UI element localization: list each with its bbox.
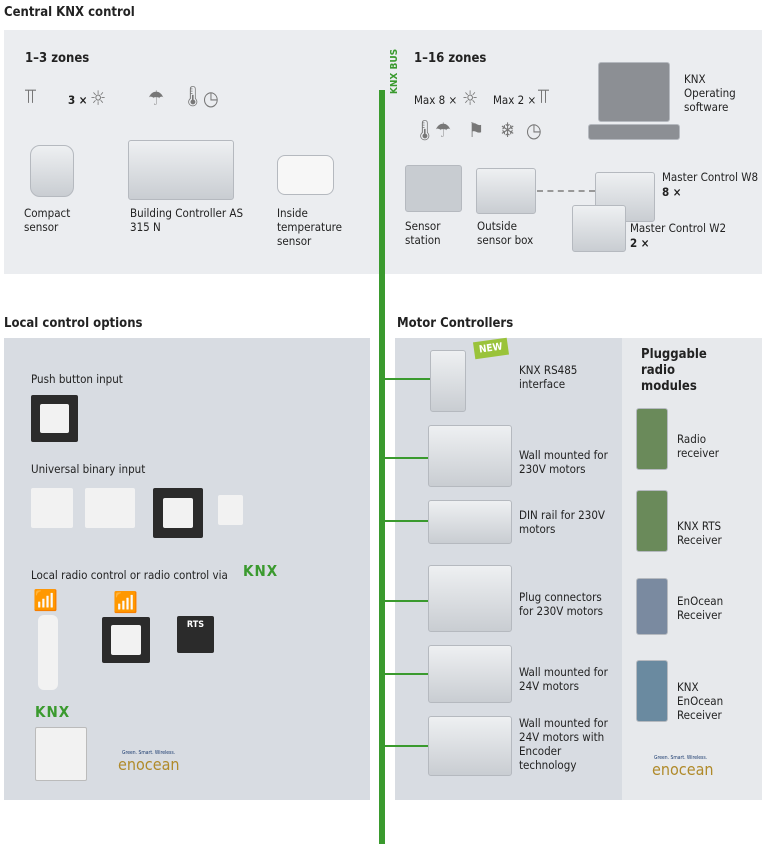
- knx-switch-image: [35, 727, 87, 781]
- binary-label: Universal binary input: [31, 462, 146, 476]
- enocean-receiver-image: [636, 578, 668, 635]
- knx-bus-line: [379, 90, 385, 844]
- thermometer-icon: 🌡: [412, 118, 438, 142]
- compact-sensor-label: Compact sensor: [24, 206, 71, 234]
- radio-label: Local radio control or radio control via: [31, 568, 228, 582]
- remote-image: [38, 615, 58, 690]
- sensor-station-image: [405, 165, 462, 212]
- inside-sensor-image: [277, 155, 334, 195]
- knx-logo: KNX: [35, 703, 71, 721]
- outside-sensor-box-label: Outside sensor box: [477, 219, 534, 247]
- enocean-logo: enocean: [652, 760, 714, 779]
- motor-item-label: Plug connectors for 230V motors: [519, 590, 604, 618]
- sensor-image: [218, 495, 243, 525]
- knx-rts-receiver-image: [636, 490, 668, 552]
- w8-count: 8 ×: [662, 185, 682, 199]
- pluggable-item-label: EnOcean Receiver: [677, 594, 724, 622]
- rts-logo: RTS: [177, 616, 214, 653]
- wall-switch-image: [153, 488, 203, 538]
- enocean-logo: enocean: [118, 755, 180, 774]
- motor-item-label: KNX RS485 interface: [519, 363, 578, 391]
- central-title: Central KNX control: [4, 5, 135, 20]
- motor-item-label: Wall mounted for 24V motors with Encoder…: [519, 716, 608, 772]
- pluggable-title: Pluggable radio modules: [641, 347, 707, 394]
- radio-switch-image: [102, 617, 150, 663]
- thermometer-icon: 🌡: [180, 84, 206, 108]
- bus-connector: [385, 378, 430, 380]
- bus-connector: [385, 600, 428, 602]
- software-label: KNX Operating software: [684, 72, 736, 114]
- wind-sensor-icon: ⫪: [538, 84, 550, 108]
- binary-input-image: [31, 488, 73, 528]
- windsock-icon: ⚑: [468, 118, 485, 142]
- master-control-w2-image: [572, 205, 626, 252]
- building-controller-image: [128, 140, 234, 200]
- wall-24v-encoder-image: [428, 716, 512, 776]
- sun-icon: ☼: [90, 86, 107, 110]
- bus-connector: [385, 457, 428, 459]
- compact-sensor-image: [30, 145, 74, 197]
- local-title: Local control options: [4, 316, 143, 331]
- sun-count: 3 ×: [68, 93, 88, 107]
- contact-image: [85, 488, 135, 528]
- rain-icon: ☂: [435, 118, 452, 142]
- radio-receiver-image: [636, 408, 668, 470]
- outside-sensor-box-image: [476, 168, 536, 214]
- connection-line: [537, 190, 595, 192]
- plug-connectors-image: [428, 565, 512, 632]
- wireless-icon: 📶: [33, 588, 58, 612]
- motor-item-label: DIN rail for 230V motors: [519, 508, 605, 536]
- bus-connector: [385, 520, 428, 522]
- sun-icon: ☼: [462, 86, 479, 110]
- rain-icon: ☂: [148, 86, 165, 110]
- enocean-tagline: Green. Smart. Wireless.: [122, 750, 176, 756]
- motor-item-label: Wall mounted for 230V motors: [519, 448, 608, 476]
- knx-enocean-receiver-image: [636, 660, 668, 722]
- computer-monitor-image: [598, 62, 670, 122]
- computer-keyboard-image: [588, 124, 680, 140]
- max-wind: Max 2 ×: [493, 93, 537, 107]
- frost-icon: ❄: [500, 118, 516, 142]
- clock-icon: ◷: [203, 86, 219, 110]
- wall-24v-image: [428, 645, 512, 703]
- push-label: Push button input: [31, 372, 123, 386]
- w2-count: 2 ×: [630, 236, 650, 250]
- w2-label: Master Control W2: [630, 221, 727, 235]
- din-rail-image: [428, 500, 512, 544]
- motor-title: Motor Controllers: [397, 316, 514, 331]
- pluggable-item-label: KNX RTS Receiver: [677, 519, 722, 547]
- wall-230v-image: [428, 425, 512, 487]
- rs485-image: [430, 350, 466, 412]
- pluggable-item-label: KNX EnOcean Receiver: [677, 680, 724, 722]
- sensor-station-label: Sensor station: [405, 219, 441, 247]
- max-sun: Max 8 ×: [414, 93, 458, 107]
- knx-logo: KNX: [243, 562, 279, 580]
- bus-connector: [385, 673, 428, 675]
- clock-icon: ◷: [526, 118, 542, 142]
- w8-label: Master Control W8: [662, 170, 759, 184]
- inside-sensor-label: Inside temperature sensor: [277, 206, 343, 248]
- wireless-icon: 📶: [113, 590, 138, 614]
- bus-label: KNX BUS: [389, 48, 401, 95]
- building-controller-label: Building Controller AS 315 N: [130, 206, 244, 234]
- zones-1-16: 1–16 zones: [414, 51, 487, 66]
- zones-1-3: 1–3 zones: [25, 51, 90, 66]
- pluggable-item-label: Radio receiver: [677, 432, 720, 460]
- push-button-image: [31, 395, 78, 442]
- enocean-tagline: Green. Smart. Wireless.: [654, 755, 708, 761]
- motor-item-label: Wall mounted for 24V motors: [519, 665, 608, 693]
- bus-connector: [385, 745, 428, 747]
- wind-sensor-icon: ⫪: [25, 84, 37, 108]
